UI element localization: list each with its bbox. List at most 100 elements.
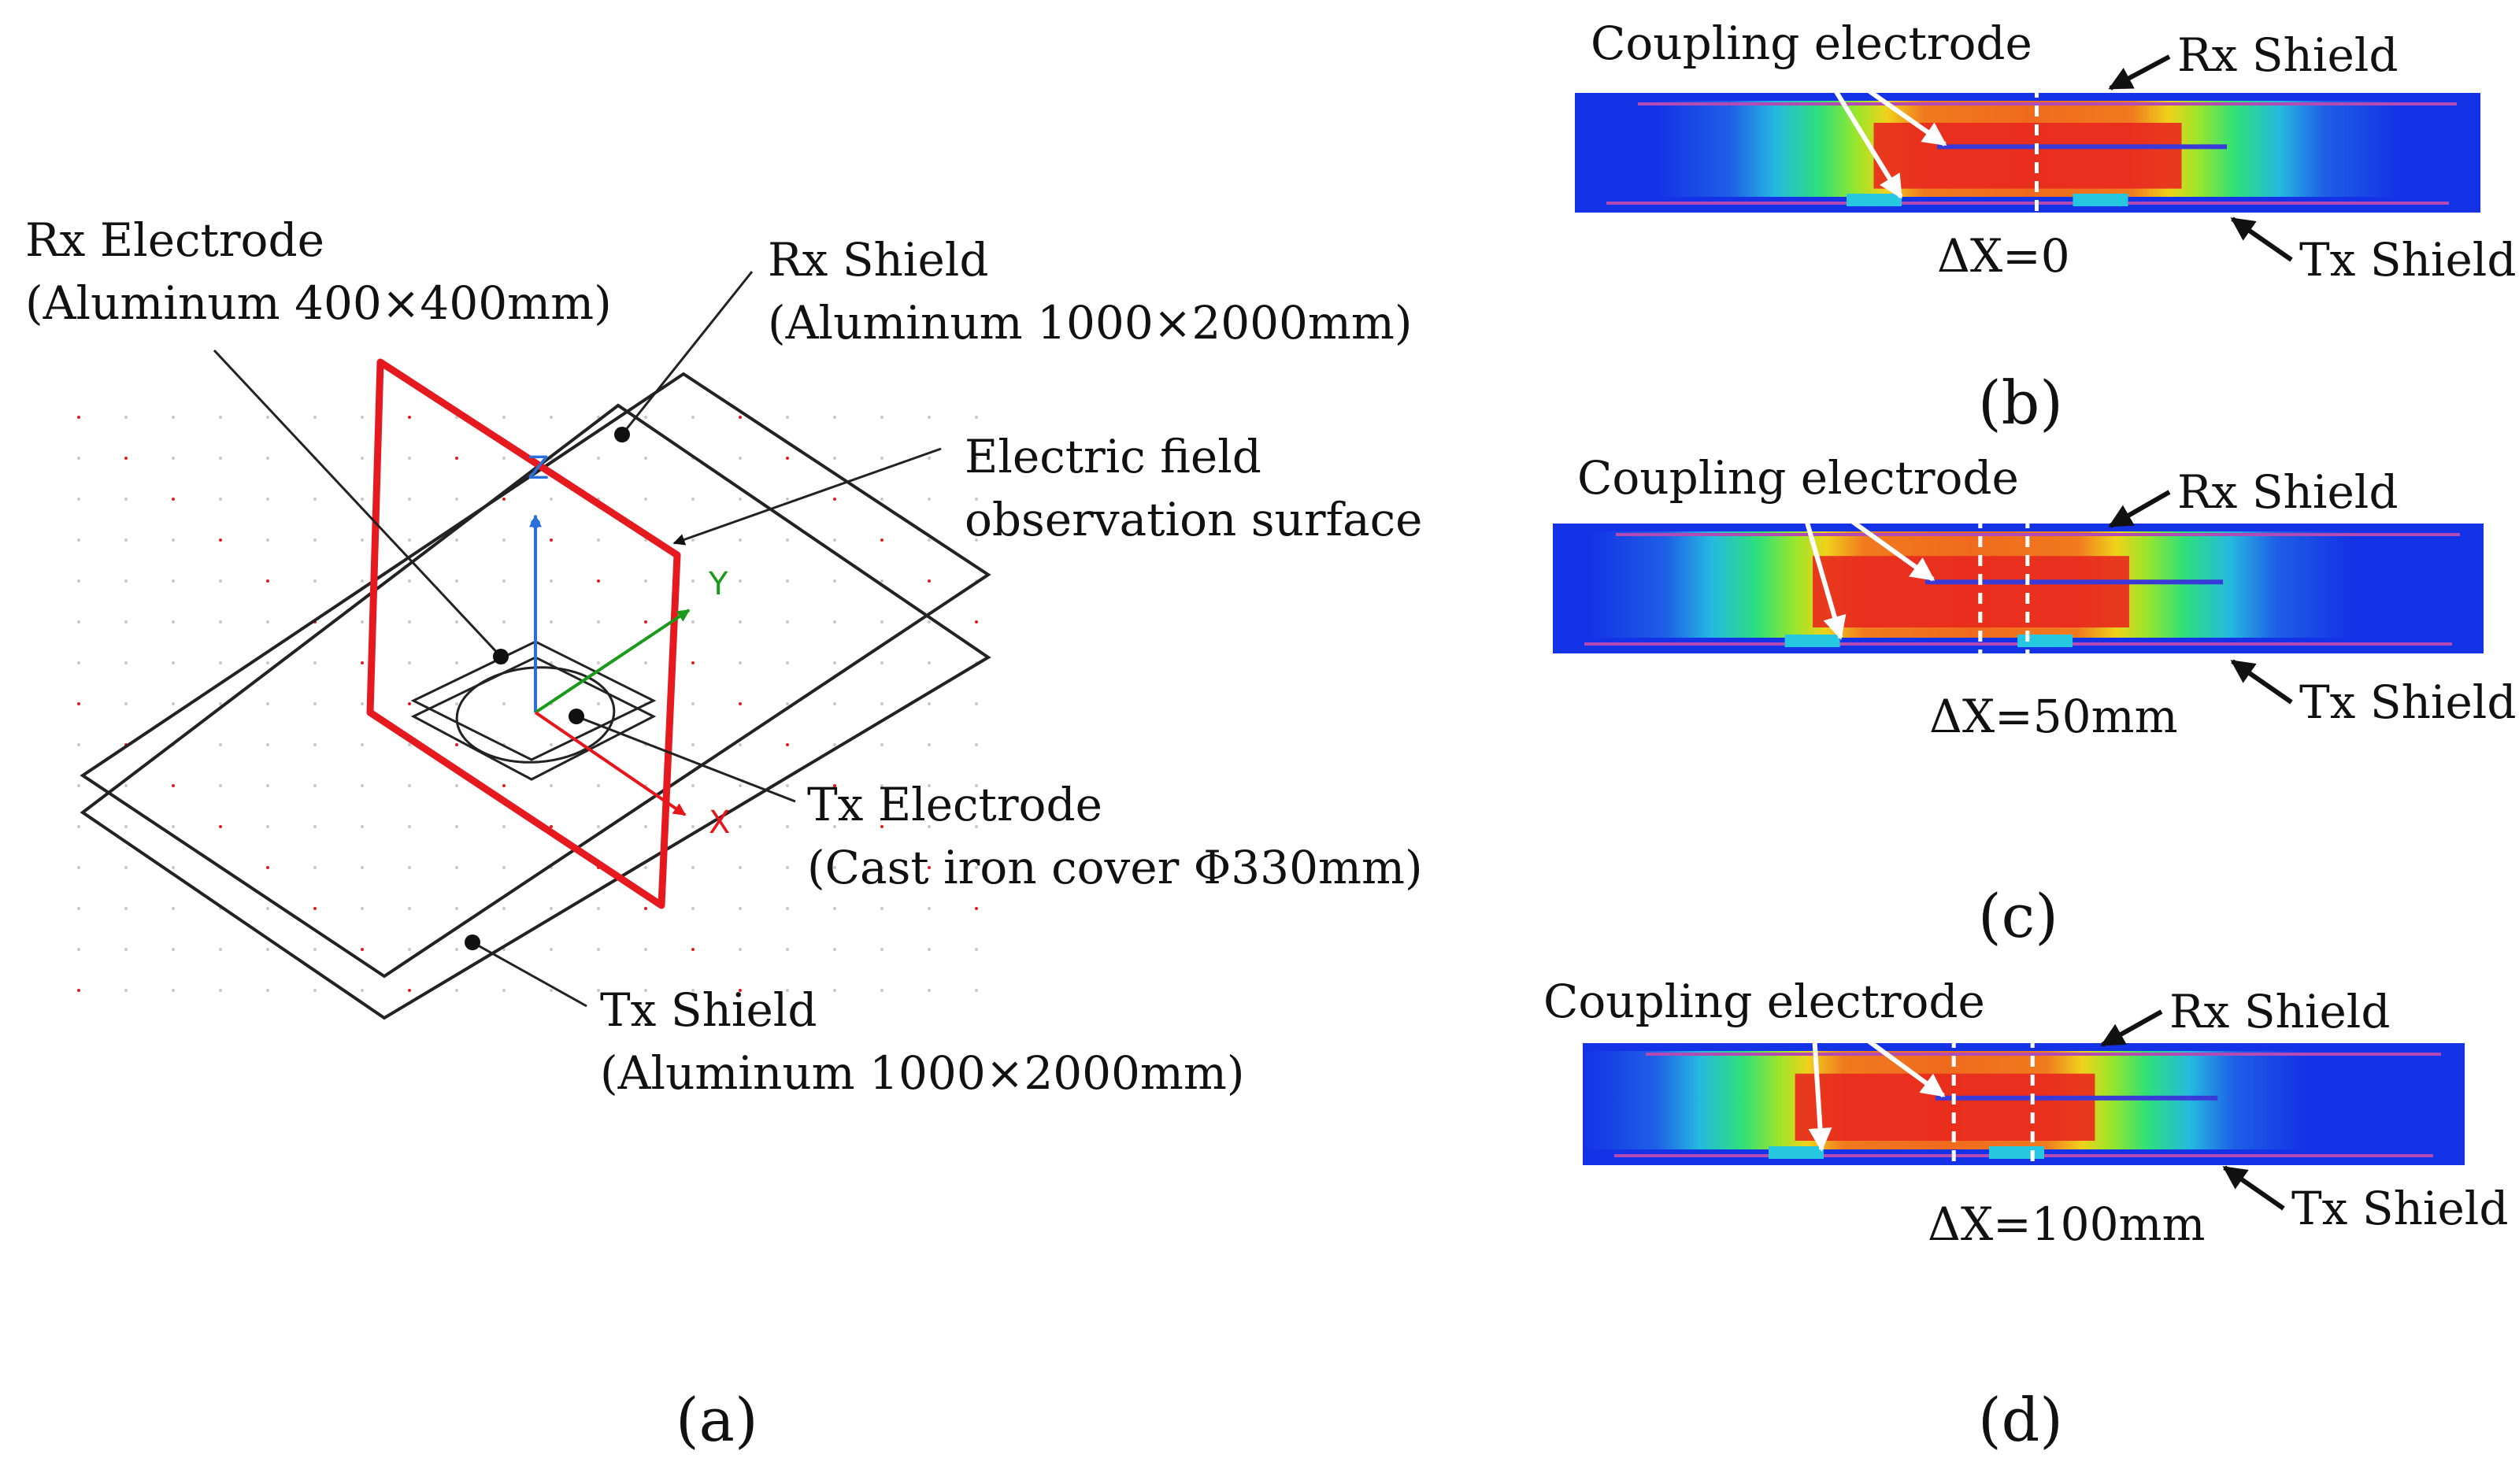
grid-dot	[928, 498, 931, 501]
rx-shield-arrow-d	[2100, 1009, 2163, 1047]
grid-dot	[408, 457, 411, 460]
grid-dot	[172, 620, 175, 624]
grid-dot	[691, 784, 695, 787]
grid-dot	[833, 825, 836, 828]
grid-dot	[124, 702, 128, 705]
grid-dot	[597, 661, 600, 664]
grid-dot	[219, 457, 222, 460]
tx-electrode-title: Tx Electrode	[807, 778, 1102, 831]
grid-dot	[833, 866, 836, 869]
grid-dot	[266, 948, 269, 951]
grid-dot	[975, 498, 978, 501]
grid-dot	[691, 579, 695, 583]
grid-dot	[172, 702, 175, 705]
grid-dot	[928, 702, 931, 705]
grid-dot	[975, 620, 978, 624]
grid-dot	[455, 784, 458, 787]
rx-shield-spec: (Aluminum 1000×2000mm)	[768, 296, 1413, 350]
grid-dot	[786, 866, 789, 869]
grid-dot	[975, 743, 978, 746]
grid-dot	[691, 948, 695, 951]
grid-dot	[550, 416, 553, 419]
grid-dot	[313, 866, 317, 869]
grid-dot	[455, 989, 458, 992]
coupling-pointer	[1810, 997, 1946, 1098]
grid-dot	[455, 702, 458, 705]
grid-dot	[597, 538, 600, 542]
grid-dot	[739, 989, 742, 992]
grid-dot	[928, 620, 931, 624]
grid-dot	[408, 866, 411, 869]
tx-hotspot	[1769, 1146, 1824, 1159]
grid-dot	[644, 907, 647, 910]
grid-dot	[313, 907, 317, 910]
grid-dot	[739, 825, 742, 828]
grid-dot	[502, 907, 506, 910]
coupling-electrode-label-d: Coupling electrode	[1543, 975, 1985, 1028]
field-core	[1813, 556, 2129, 627]
grid-dot	[786, 784, 789, 787]
grid-dot	[691, 538, 695, 542]
grid-dot	[313, 416, 317, 419]
panel-c-caption: (c)	[1978, 881, 2058, 951]
grid-dot	[691, 825, 695, 828]
tx-shield-spec: (Aluminum 1000×2000mm)	[600, 1046, 1245, 1100]
grid-dot	[313, 702, 317, 705]
grid-dot	[77, 620, 80, 624]
grid-dot	[408, 538, 411, 542]
grid-dot	[455, 661, 458, 664]
panel-d-caption: (d)	[1978, 1385, 2063, 1455]
grid-dot	[975, 907, 978, 910]
grid-dot	[408, 416, 411, 419]
grid-dot	[266, 661, 269, 664]
grid-dot	[833, 416, 836, 419]
grid-dot	[172, 661, 175, 664]
tx-shield-plate	[80, 403, 991, 1020]
grid-dot	[77, 661, 80, 664]
grid-dot	[172, 579, 175, 583]
grid-dot	[880, 989, 884, 992]
grid-dot	[408, 620, 411, 624]
grid-dot	[77, 948, 80, 951]
tx-shield-title: Tx Shield	[600, 983, 817, 1037]
grid-dot	[219, 743, 222, 746]
grid-dot	[739, 866, 742, 869]
grid-dot	[361, 825, 364, 828]
grid-dot	[361, 661, 364, 664]
grid-dot	[266, 907, 269, 910]
rx-shield-plate	[80, 372, 991, 979]
grid-dot	[644, 989, 647, 992]
grid-dot	[880, 661, 884, 664]
background-dot-grid	[77, 416, 978, 992]
offset-label-b: ΔX=0	[1937, 229, 2070, 283]
grid-dot	[550, 825, 553, 828]
grid-dot	[833, 620, 836, 624]
grid-dot	[833, 743, 836, 746]
grid-dot	[124, 620, 128, 624]
grid-dot	[550, 579, 553, 583]
grid-dot	[313, 948, 317, 951]
grid-dot	[455, 825, 458, 828]
grid-dot	[833, 579, 836, 583]
tx-shield-label-b: Tx Shield	[2299, 233, 2516, 287]
grid-dot	[691, 661, 695, 664]
grid-dot	[219, 948, 222, 951]
grid-dot	[266, 457, 269, 460]
grid-dot	[361, 538, 364, 542]
grid-dot	[313, 498, 317, 501]
grid-dot	[928, 784, 931, 787]
grid-dot	[455, 538, 458, 542]
grid-dot	[124, 784, 128, 787]
grid-dot	[77, 784, 80, 787]
grid-dot	[219, 784, 222, 787]
rx-shield-title: Rx Shield	[768, 233, 988, 287]
grid-dot	[691, 989, 695, 992]
grid-dot	[597, 989, 600, 992]
coupling-electrode-label-b: Coupling electrode	[1591, 17, 2032, 70]
grid-dot	[361, 579, 364, 583]
grid-dot	[219, 661, 222, 664]
grid-dot	[644, 416, 647, 419]
grid-dot	[739, 702, 742, 705]
tx-hotspot	[2017, 635, 2073, 647]
grid-dot	[833, 784, 836, 787]
